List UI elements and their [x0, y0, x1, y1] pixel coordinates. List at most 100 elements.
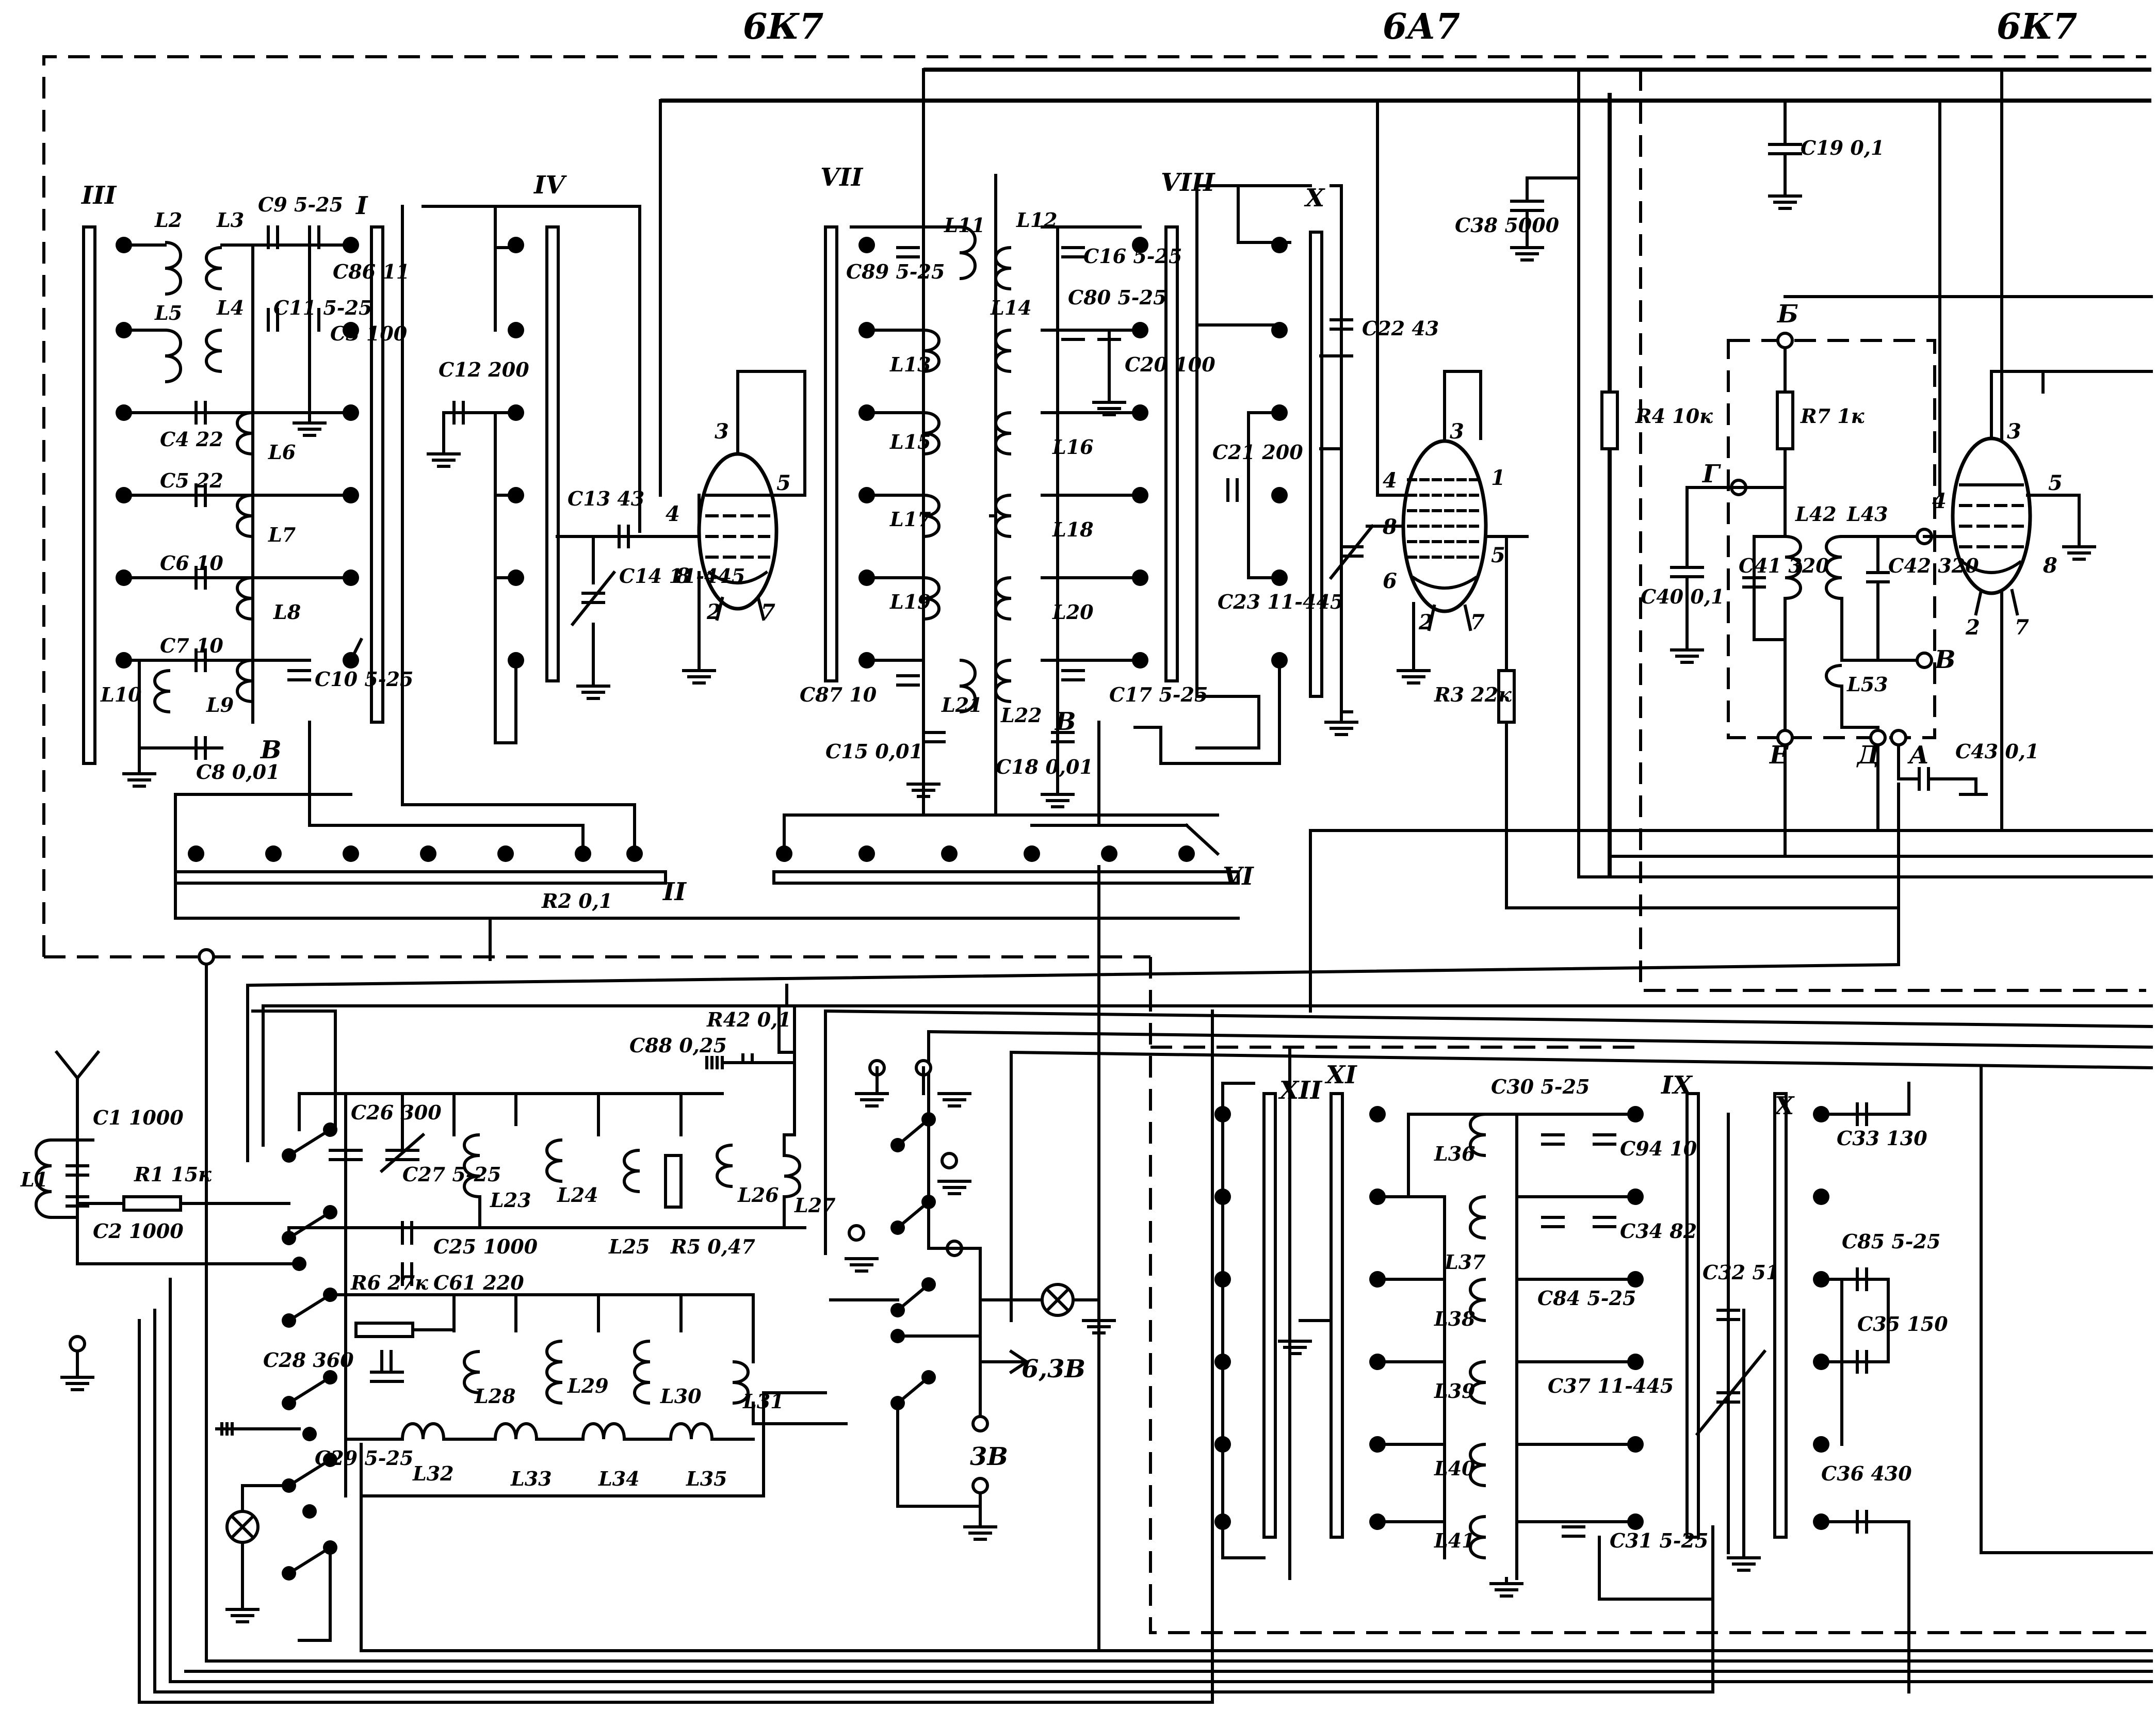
component-label: L29 — [567, 1374, 609, 1397]
component-label: L6 — [268, 441, 296, 464]
left-coils — [153, 241, 253, 713]
point-label: В — [1934, 645, 1956, 674]
component-label: C23 11-445 — [1218, 590, 1343, 613]
component-label: R2 0,1 — [541, 889, 612, 913]
pin-label: 5 — [776, 471, 791, 495]
component-label: C15 0,01 — [825, 740, 923, 763]
component-label: L7 — [268, 523, 296, 546]
point-label: Е — [1769, 741, 1789, 770]
left-grounds — [122, 411, 610, 788]
pin-label: 2 — [1418, 610, 1433, 634]
antenna-input — [35, 1050, 301, 1391]
pin-label: 2 — [1965, 615, 1980, 640]
mid-grounds — [906, 390, 1126, 808]
pin-label: 8 — [1382, 515, 1397, 539]
mid-coils — [923, 225, 1012, 713]
component-label: R42 0,1 — [706, 1008, 791, 1031]
component-label: C88 0,25 — [629, 1034, 727, 1057]
component-label: L38 — [1434, 1307, 1476, 1330]
component-label: C21 200 — [1212, 441, 1303, 464]
component-label: L28 — [474, 1385, 516, 1408]
pin-label: 3 — [2007, 419, 2021, 444]
component-label: L25 — [608, 1235, 650, 1258]
component-label: C18 0,01 — [996, 755, 1093, 778]
harness — [138, 783, 2153, 1704]
tube-label-1: 6К7 — [743, 6, 824, 47]
component-label: C8 0,01 — [196, 760, 280, 784]
component-label: C87 10 — [800, 683, 877, 706]
component-label: L13 — [889, 353, 931, 376]
component-label: L14 — [990, 296, 1032, 319]
component-label: L43 — [1846, 502, 1888, 526]
component-label: L33 — [510, 1467, 552, 1490]
pin-label: 2 — [706, 600, 721, 624]
component-label: R4 10к — [1635, 404, 1713, 428]
component-label: L9 — [206, 693, 234, 717]
component-label: C38 5000 — [1455, 214, 1560, 237]
component-label: C28 360 — [263, 1348, 354, 1372]
section-label: VI — [1223, 862, 1254, 891]
component-label: C80 5-25 — [1068, 286, 1166, 309]
component-label: C9 5-25 — [258, 193, 343, 216]
component-label: L11 — [944, 214, 985, 237]
point-label: Г — [1701, 460, 1721, 489]
decoupling — [1510, 133, 1802, 450]
component-label: R3 22к — [1434, 683, 1512, 706]
component-label: C85 5-25 — [1842, 1230, 1940, 1253]
component-label: L41 — [1434, 1529, 1476, 1552]
voltage-label: 6,3В — [1022, 1355, 1085, 1383]
component-label: L17 — [889, 508, 931, 531]
component-label: C14 11-445 — [619, 564, 745, 588]
pin-label: 8 — [2042, 553, 2057, 578]
pin-label: 1 — [1491, 466, 1505, 490]
component-label: C32 51 — [1703, 1261, 1779, 1284]
component-label: L40 — [1434, 1457, 1476, 1480]
component-label: C31 5-25 — [1610, 1529, 1708, 1552]
component-label: C7 10 — [160, 634, 223, 657]
component-label: C86 11 — [333, 260, 410, 283]
component-label: L53 — [1846, 673, 1888, 696]
section-label: VII — [820, 163, 864, 192]
component-label: C10 5-25 — [315, 667, 413, 691]
mid-capacitors — [896, 246, 1121, 743]
tube-1 — [659, 370, 806, 685]
left-capacitors — [194, 225, 465, 760]
component-label: C35 150 — [1857, 1312, 1948, 1336]
section-label: XI — [1324, 1061, 1357, 1089]
component-label: C27 5-25 — [402, 1163, 501, 1186]
pin-label: 5 — [2048, 471, 2063, 495]
section-label: IV — [533, 171, 567, 200]
component-label: C84 5-25 — [1537, 1287, 1636, 1310]
voltage-label: 3В — [970, 1442, 1008, 1471]
oscillator-section — [1221, 1082, 1714, 1601]
component-label: C40 0,1 — [1641, 585, 1724, 608]
component-label: L21 — [941, 693, 983, 717]
component-label: C25 1000 — [433, 1235, 538, 1258]
section-label: II — [662, 877, 687, 906]
component-label: L39 — [1434, 1379, 1476, 1403]
component-label: L31 — [742, 1390, 784, 1413]
component-label: L22 — [1000, 704, 1042, 727]
component-label: C13 43 — [568, 487, 644, 510]
component-label: R5 0,47 — [670, 1235, 755, 1258]
pin-label: 7 — [1470, 610, 1485, 634]
component-label: L18 — [1052, 518, 1094, 541]
component-label: L5 — [154, 301, 182, 324]
pin-label: 4 — [1383, 468, 1397, 493]
section-label: XII — [1278, 1076, 1323, 1105]
component-label: L42 — [1795, 502, 1837, 526]
pin-label: 4 — [1932, 489, 1947, 513]
component-label: C36 430 — [1821, 1462, 1912, 1485]
pin-label: 5 — [1491, 543, 1505, 567]
component-label: C11 5-25 — [273, 296, 372, 319]
component-label: L34 — [598, 1467, 640, 1490]
component-label: L35 — [686, 1467, 727, 1490]
left-rf-wiring — [122, 205, 1240, 1188]
component-label: L23 — [490, 1188, 531, 1212]
component-label: C3 100 — [330, 322, 408, 345]
tube-label-3: 6К7 — [1997, 6, 2078, 47]
mixer-section — [1195, 184, 1375, 750]
section-label: VIII — [1161, 168, 1215, 197]
switch-bars — [82, 225, 1788, 1539]
